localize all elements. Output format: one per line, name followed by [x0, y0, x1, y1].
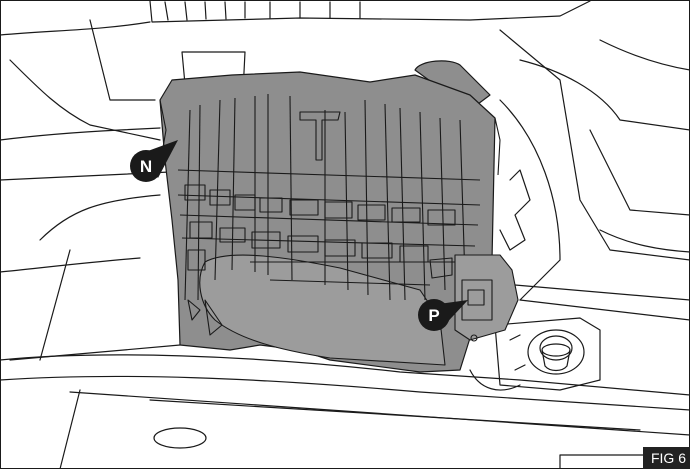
callout-p: P [418, 299, 468, 331]
callout-n: N [130, 140, 178, 182]
callout-p-label: P [428, 306, 439, 325]
air-filter-housing [159, 60, 519, 373]
callout-n-label: N [140, 157, 152, 176]
strut-mount [494, 317, 601, 391]
figure-label: FIG 6 [642, 447, 690, 469]
